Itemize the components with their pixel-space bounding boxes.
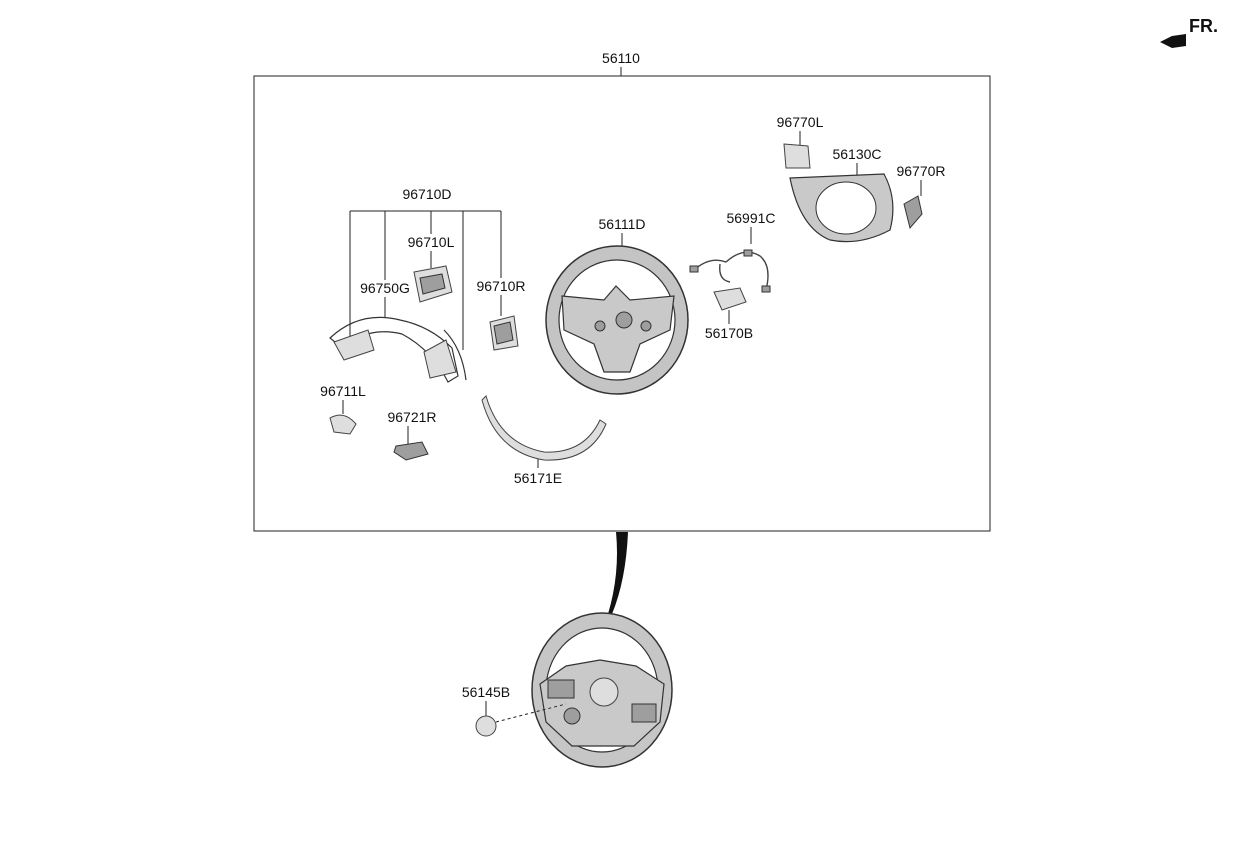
complete-wheel-group: 56145B bbox=[462, 612, 673, 768]
switch-left-part bbox=[413, 265, 453, 303]
assembly-box bbox=[253, 75, 991, 532]
part-label-garnish[interactable]: 56171E bbox=[514, 470, 562, 486]
complete-wheel-part bbox=[531, 612, 673, 768]
part-label-switch-left[interactable]: 96710L bbox=[408, 234, 455, 250]
part-label-cover-left[interactable]: 96711L bbox=[320, 383, 366, 399]
wiring-group: 56991C 56170B bbox=[689, 210, 776, 341]
part-label-wiring[interactable]: 56991C bbox=[726, 210, 775, 226]
paddle-left-part bbox=[783, 143, 811, 169]
bezel-trim-part bbox=[329, 316, 467, 383]
front-arrow-icon bbox=[1160, 34, 1186, 48]
part-label-bezel-group[interactable]: 96710D bbox=[402, 186, 451, 202]
part-label-paddle-right[interactable]: 96770R bbox=[896, 163, 945, 179]
paddle-right-part bbox=[903, 195, 923, 230]
part-label-cover-right[interactable]: 96721R bbox=[387, 409, 436, 425]
assembly-number[interactable]: 56110 bbox=[602, 50, 640, 66]
switch-right-part bbox=[489, 315, 519, 351]
part-label-wheel[interactable]: 56111D bbox=[599, 216, 646, 232]
part-label-paddle-left[interactable]: 96770L bbox=[777, 114, 824, 130]
steering-wheel-part bbox=[545, 245, 689, 395]
front-direction-indicator: FR. bbox=[1160, 16, 1218, 48]
part-label-rear-cover[interactable]: 56130C bbox=[832, 146, 881, 162]
bezel-group: 96710D 96710L 96750G 96710R 96711L bbox=[320, 186, 526, 461]
part-label-switch-heat[interactable]: 56170B bbox=[705, 325, 753, 341]
garnish-part bbox=[481, 395, 607, 461]
wiring-harness-part bbox=[689, 249, 771, 293]
assembly-group: 56110 bbox=[253, 50, 991, 532]
part-label-bezel-trim[interactable]: 96750G bbox=[360, 280, 410, 296]
cover-right-part bbox=[393, 441, 429, 461]
rear-cover-group: 96770L 56130C 96770R bbox=[777, 114, 946, 243]
assembly-pointer bbox=[608, 532, 628, 614]
front-label: FR. bbox=[1189, 16, 1218, 36]
wheel-group: 56111D 56171E bbox=[481, 216, 689, 486]
part-label-badge[interactable]: 56145B bbox=[462, 684, 510, 700]
badge-part bbox=[475, 715, 497, 737]
switch-heat-part bbox=[713, 287, 747, 311]
cover-left-part bbox=[329, 414, 357, 435]
rear-cover-part bbox=[789, 173, 894, 243]
part-label-switch-right[interactable]: 96710R bbox=[476, 278, 525, 294]
